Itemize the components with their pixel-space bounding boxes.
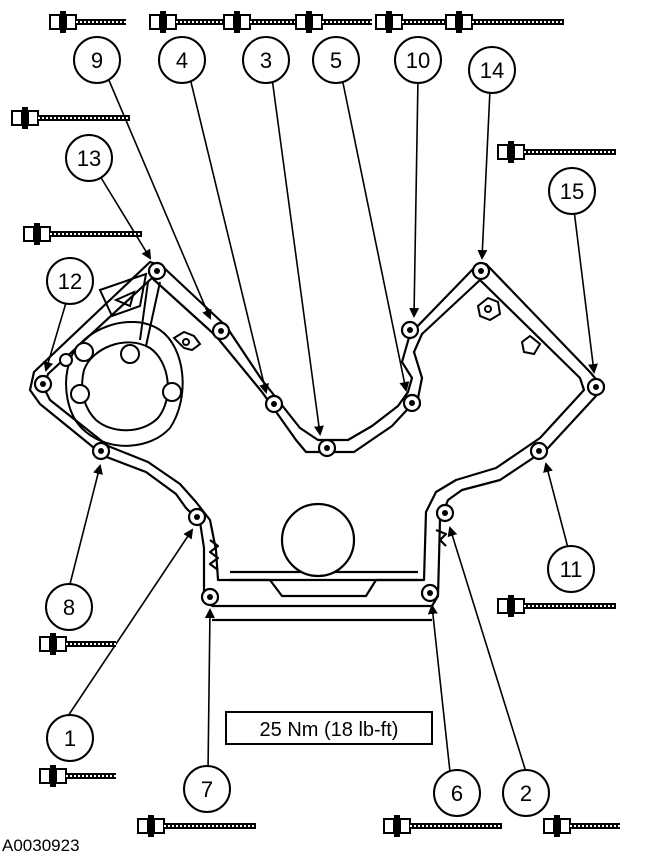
svg-text:9: 9 (91, 48, 103, 73)
callout-13: 13 (65, 134, 113, 182)
svg-text:6: 6 (451, 781, 463, 806)
svg-text:8: 8 (63, 595, 75, 620)
svg-text:13: 13 (77, 146, 101, 171)
svg-text:7: 7 (201, 777, 213, 802)
callout-8: 8 (45, 583, 93, 631)
bolt-hole-centers (40, 268, 599, 600)
svg-text:15: 15 (560, 179, 584, 204)
svg-text:5: 5 (330, 48, 342, 73)
bolt-icon (39, 764, 117, 788)
dowel-features (172, 296, 542, 356)
bolt-icon (295, 10, 373, 34)
bolt-icon (149, 10, 227, 34)
bolt-icon (497, 140, 617, 164)
crankshaft-opening (280, 502, 356, 578)
callout-9: 9 (73, 36, 121, 84)
bolt-icon (497, 594, 617, 618)
svg-text:10: 10 (406, 48, 430, 73)
callouts: 9 4 3 5 10 14 13 15 12 8 11 1 7 6 2 (45, 36, 596, 817)
bolt-icon (11, 106, 131, 130)
bolt-icon (445, 10, 565, 34)
bolt-icon (375, 10, 453, 34)
svg-text:3: 3 (260, 48, 272, 73)
svg-text:14: 14 (480, 58, 504, 83)
bolt-icon (49, 10, 127, 34)
water-pump-area (65, 272, 184, 447)
torque-spec-box (225, 711, 433, 745)
bolt-icon (39, 632, 117, 656)
callout-15: 15 (548, 167, 596, 215)
bolt-icon (543, 814, 621, 838)
torque-spec: 25 Nm (18 lb-ft) (260, 719, 399, 741)
svg-text:12: 12 (58, 269, 82, 294)
callout-3: 3 (242, 36, 290, 84)
svg-text:2: 2 (520, 781, 532, 806)
water-pump-bolt-bosses (59, 342, 182, 404)
callout-2: 2 (502, 769, 550, 817)
figure-code: A0030923 (2, 836, 80, 855)
bolt-icon (23, 222, 143, 246)
callout-5: 5 (312, 36, 360, 84)
bolt-icon (383, 814, 503, 838)
callout-1: 1 (46, 714, 94, 762)
callout-4: 4 (158, 36, 206, 84)
bolt-icon (137, 814, 257, 838)
bolt-icon (223, 10, 301, 34)
callout-12: 12 (46, 257, 94, 305)
callout-10: 10 (394, 36, 442, 84)
svg-text:1: 1 (64, 726, 76, 751)
callout-7: 7 (183, 765, 231, 813)
callout-11: 11 (547, 545, 595, 593)
bolt-holes (33, 261, 606, 607)
leader-lines (43, 77, 598, 773)
svg-text:11: 11 (560, 557, 583, 582)
callout-6: 6 (433, 769, 481, 817)
callout-14: 14 (468, 46, 516, 94)
svg-text:4: 4 (176, 48, 188, 73)
